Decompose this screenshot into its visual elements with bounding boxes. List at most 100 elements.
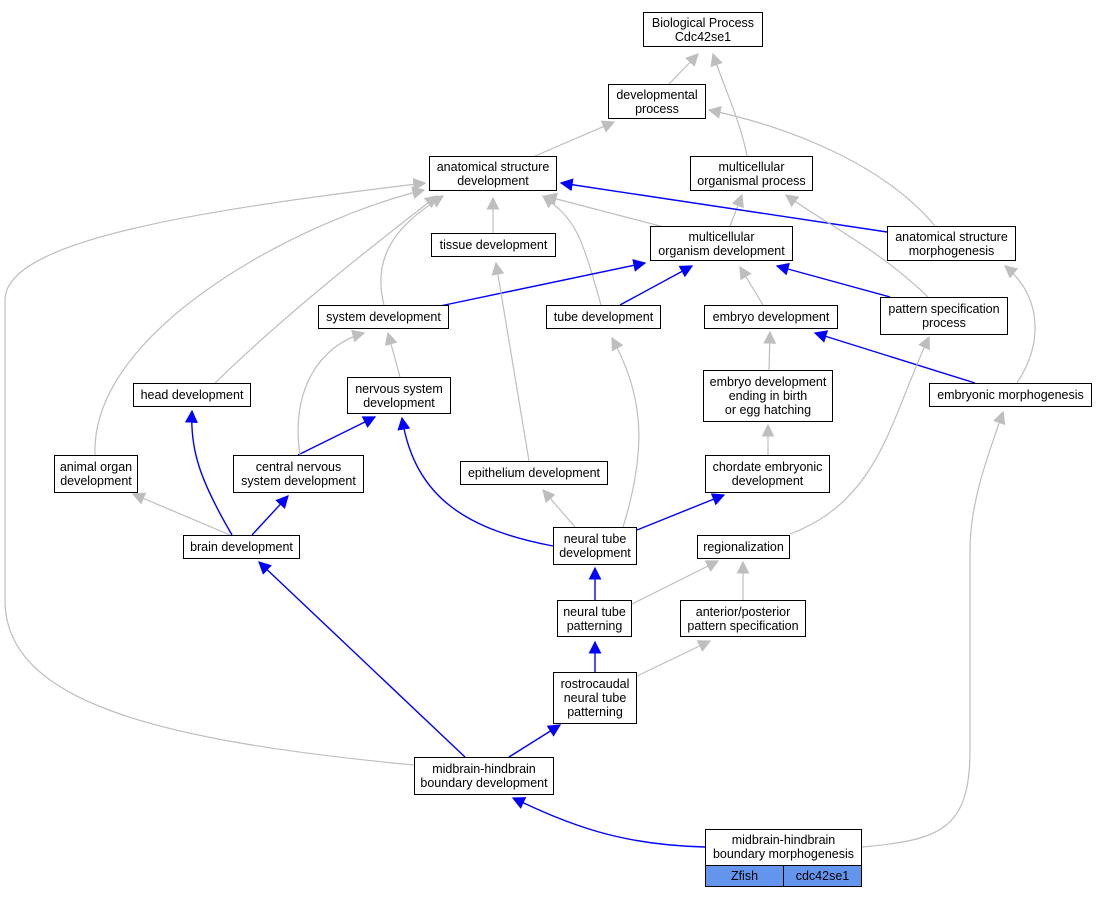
edge-cnsd-to-nsd (297, 416, 377, 456)
term-label-line: morphogenesis (908, 243, 995, 258)
term-label-line: patterning (566, 618, 623, 633)
edge-asd-to-devproc (534, 120, 616, 157)
edge-sysdev-to-mod (439, 259, 647, 307)
term-label-line: midbrain-hindbrain (731, 833, 836, 847)
go-term-region[interactable]: regionalization (697, 535, 790, 559)
edge-layer (4, 52, 1036, 848)
edge-edebeh-to-embryodev (763, 330, 777, 371)
term-label-line: development (363, 395, 435, 410)
edge-mop-to-bp (710, 52, 748, 157)
term-label-line: neural tube (563, 604, 626, 619)
edge-mhbd-to-brain (258, 561, 466, 758)
go-term-tubedev[interactable]: tube development (546, 305, 661, 329)
edge-ntd-to-epith (542, 489, 576, 528)
term-label-line: tissue development (439, 238, 548, 252)
edge-headdev-to-asd (214, 195, 439, 384)
edge-embryodev-to-mod (739, 265, 764, 306)
go-term-tissue[interactable]: tissue development (431, 233, 556, 257)
edge-devproc-to-bp (668, 53, 699, 85)
edge-mod-to-asd (543, 192, 665, 228)
term-label-line: tube development (553, 310, 654, 324)
term-label-line: organismal process (697, 173, 806, 188)
term-label-line: nervous system (355, 381, 443, 396)
edge-epith-to-tissue (491, 261, 530, 462)
edge-asm-to-asd (559, 178, 888, 233)
edge-aod-to-asd (94, 186, 426, 456)
term-label-line: anterior/posterior (695, 604, 791, 619)
term-label-line: boundary morphogenesis (712, 847, 855, 861)
edge-tubedev-to-asd (541, 195, 602, 306)
edge-embmorph-to-embryodev (813, 330, 976, 384)
edge-ntp-to-region (631, 560, 720, 605)
go-term-embryodev[interactable]: embryo development (704, 305, 838, 329)
go-term-sysdev[interactable]: system development (318, 305, 449, 329)
term-label-line: rostrocaudal (560, 677, 630, 691)
term-label-line: development (731, 474, 804, 488)
edge-brain-to-aod (131, 492, 231, 536)
annotation-species-cell[interactable]: Zfish (706, 866, 783, 886)
edge-mhbd-to-rntp (508, 724, 562, 758)
term-label-line: or egg hatching (724, 403, 812, 417)
go-term-brain[interactable]: brain development (183, 535, 300, 559)
edge-patspec-to-mop (784, 194, 929, 298)
term-label-line: multicellular (688, 229, 755, 244)
term-label-line: process (922, 316, 966, 330)
term-label-line: pattern specification (687, 618, 799, 633)
term-label-line: anatomical structure (436, 159, 550, 174)
term-label-line: developmental (616, 87, 698, 102)
edge-ntd-to-nsd (397, 416, 554, 547)
go-term-embmorph[interactable]: embryonic morphogenesis (929, 383, 1092, 407)
term-label-line: chordate embryonic (712, 460, 823, 474)
term-label-line: animal organ (59, 460, 133, 474)
edge-asm-to-devproc (707, 106, 936, 227)
edge-nsd-to-sysdev (384, 331, 401, 378)
term-label-line: anatomical structure (895, 229, 1008, 244)
annotation-gene-cell[interactable]: cdc42se1 (783, 866, 861, 886)
term-label-line: Cdc42se1 (674, 29, 732, 44)
edge-brain-to-headdev (184, 409, 233, 536)
term-label-line: head development (140, 388, 244, 402)
edge-region-to-patspec (789, 335, 930, 535)
go-term-headdev[interactable]: head development (133, 383, 251, 407)
edge-brain-to-cnsd (251, 495, 289, 536)
term-label-line: midbrain-hindbrain (432, 762, 536, 776)
edge-patspec-to-mod (775, 262, 891, 298)
term-label-line: Biological Process (651, 15, 755, 30)
term-label-line: development (60, 474, 132, 488)
edge-ntd-to-tubedev (611, 336, 640, 528)
term-label-line: boundary development (420, 776, 548, 790)
edge-rntp-to-apps (636, 640, 712, 677)
term-label-line: process (635, 101, 679, 116)
edge-mod-to-mop (729, 193, 744, 227)
term-label-line: system development (326, 310, 441, 324)
term-label-line: brain development (190, 540, 293, 554)
term-label-line: embryo development (709, 375, 827, 389)
edge-embmorph-to-asm (1003, 265, 1036, 384)
term-label-line: embryonic morphogenesis (937, 388, 1084, 402)
edge-tubedev-to-mod (619, 265, 694, 306)
term-label-line: ending in birth (728, 389, 808, 403)
go-term-epith[interactable]: epithelium development (460, 461, 608, 485)
edge-mhbm-to-embmorph (861, 410, 1006, 848)
edge-mhbd-to-asd (4, 177, 427, 766)
